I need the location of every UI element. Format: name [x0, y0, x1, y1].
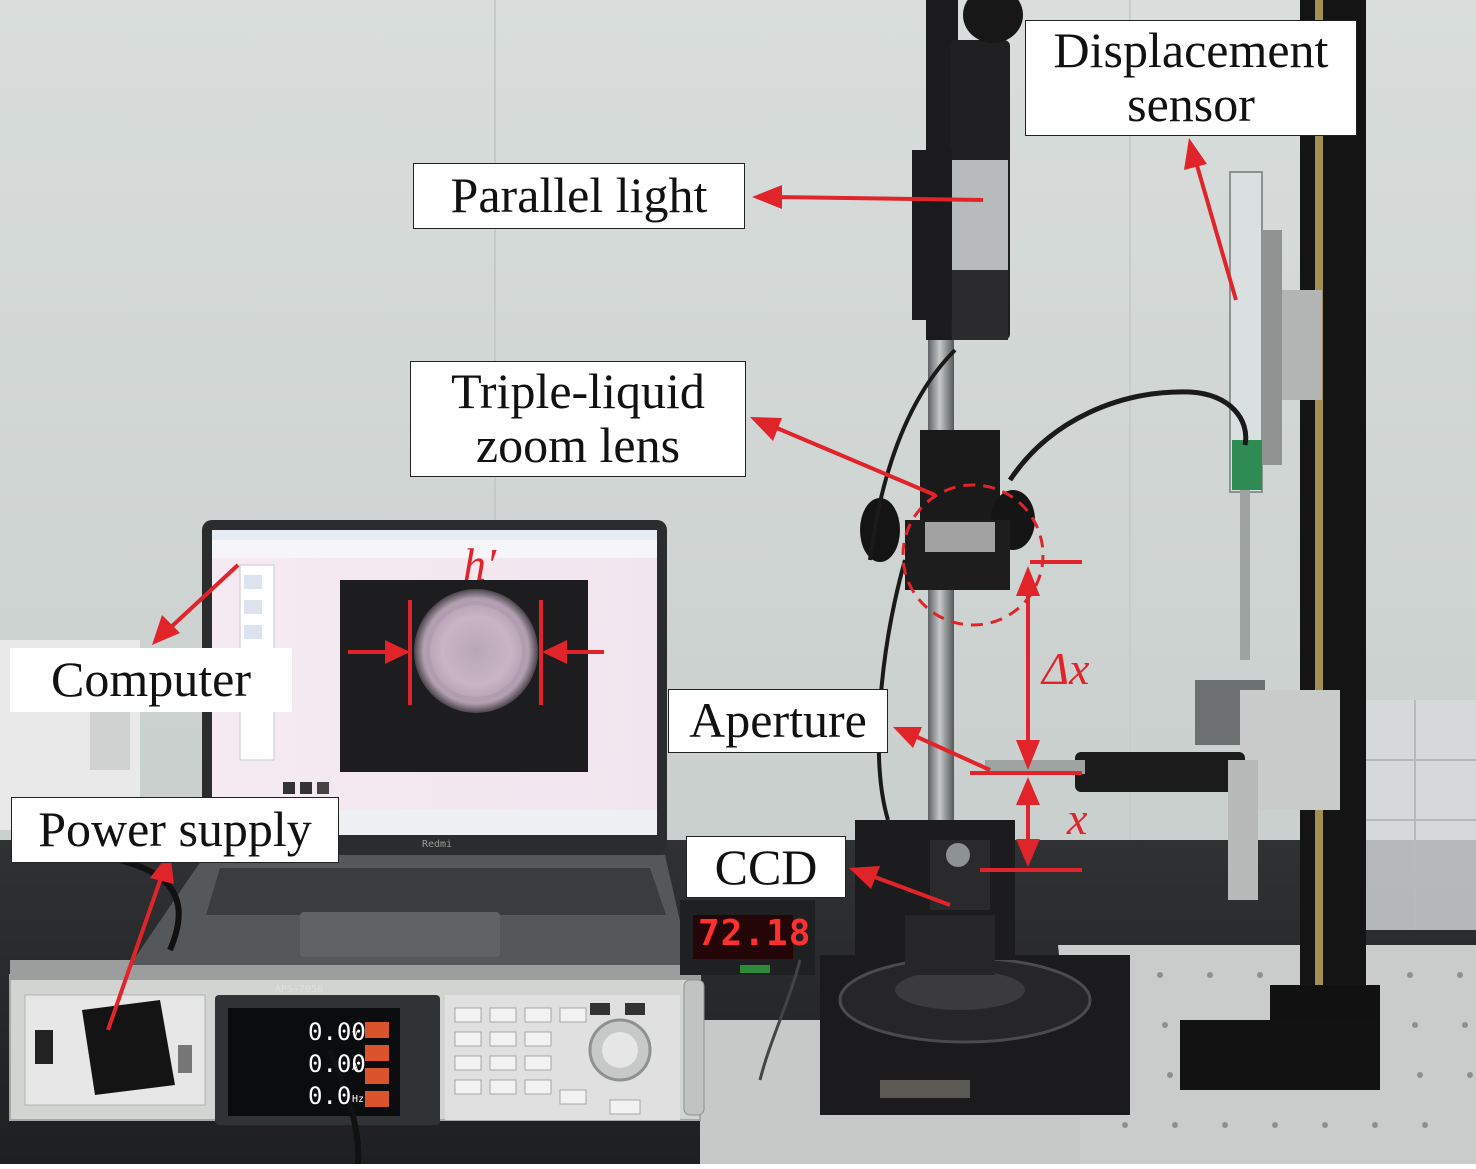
- displacement-readout: 72.18: [698, 913, 812, 954]
- label-zoom-lens-line2: zoom lens: [475, 417, 681, 473]
- laptop-brand-text: Redmi: [422, 839, 453, 850]
- label-zoom-lens-line1: Triple-liquid: [451, 363, 705, 419]
- label-parallel-light: Parallel light: [413, 163, 745, 229]
- psu-current-unit: A: [352, 1062, 359, 1073]
- label-ccd: CCD: [686, 836, 846, 898]
- annotation-x: x: [1067, 793, 1088, 844]
- psu-voltage-value: 0.00: [308, 1018, 366, 1046]
- psu-frequency-unit: Hz: [352, 1094, 365, 1105]
- label-power-supply: Power supply: [11, 797, 339, 863]
- label-triple-liquid-zoom-lens: Triple-liquid zoom lens: [410, 361, 746, 477]
- label-aperture: Aperture: [668, 689, 888, 753]
- psu-current-value: 0.00: [308, 1050, 366, 1078]
- label-displacement-sensor-line2: sensor: [1127, 76, 1255, 132]
- psu-voltage-unit: V: [352, 1030, 359, 1041]
- label-computer: Computer: [10, 648, 292, 712]
- annotation-h-prime: h′: [463, 539, 497, 590]
- psu-model-text: APS-7050: [275, 984, 324, 995]
- label-displacement-sensor: Displacement sensor: [1025, 20, 1357, 136]
- psu-frequency-value: 0.0: [308, 1082, 352, 1110]
- label-displacement-sensor-line1: Displacement: [1053, 22, 1329, 78]
- annotation-delta-x: Δx: [1042, 643, 1090, 694]
